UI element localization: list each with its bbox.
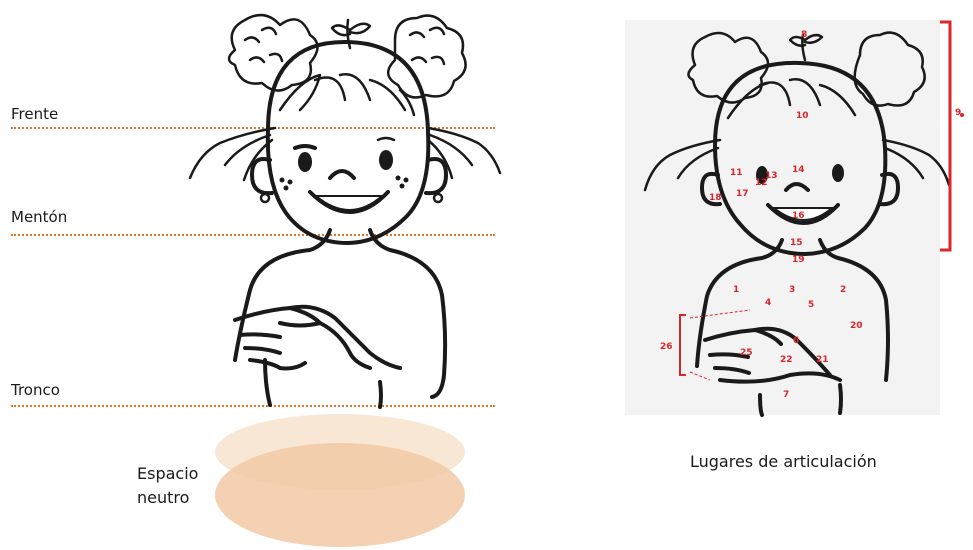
point-15: 15 [790,238,803,248]
point-9: 9 [955,108,961,118]
point-6: 6 [793,336,799,346]
point-20: 20 [850,321,863,331]
point-19: 19 [792,255,805,265]
diagram-caption: Lugares de articulación [690,452,877,471]
point-16: 16 [792,211,805,221]
point-3: 3 [789,285,795,295]
point-10: 10 [796,111,809,121]
point-14: 14 [792,165,805,175]
point-13: 13 [765,171,778,181]
point-21: 21 [816,355,829,365]
point-25: 25 [740,348,753,358]
point-8: 8 [801,30,807,40]
point-18: 18 [709,193,722,203]
point-17: 17 [736,189,749,199]
point-26: 26 [660,342,673,352]
point-22: 22 [780,355,793,365]
point-4: 4 [765,298,771,308]
point-5: 5 [808,300,814,310]
point-7: 7 [783,390,789,400]
point-11: 11 [730,168,743,178]
point-2: 2 [840,285,846,295]
point-1: 1 [733,285,739,295]
